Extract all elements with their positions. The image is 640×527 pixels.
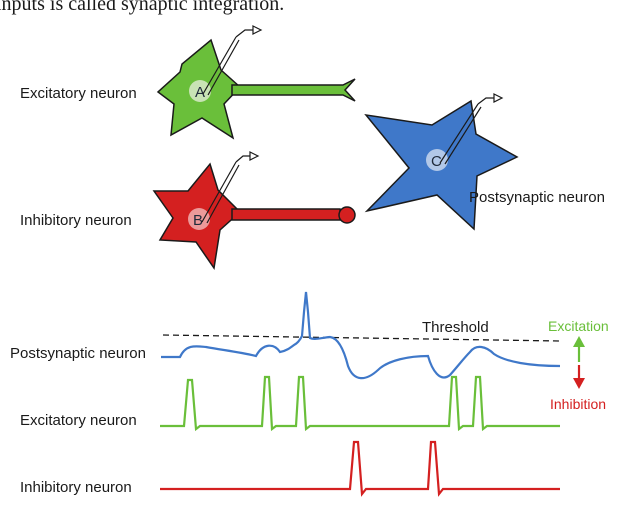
electrode-b [201,151,260,224]
excitation-arrow-icon [573,336,585,347]
legend-excitation: Excitation [548,318,609,334]
inhibitory-neuron: B Inhibitory neuron [20,151,356,270]
inhibitory-terminal [338,206,356,224]
excitatory-neuron-label: Excitatory neuron [20,85,137,102]
postsynaptic-neuron-label: Postsynaptic neuron [469,189,605,206]
caption-text: inputs is called synaptic integration. [0,0,284,15]
postsynaptic-trace-label: Postsynaptic neuron [10,345,146,362]
inhibitory-neuron-label: Inhibitory neuron [20,212,132,229]
inhibitory-trace [160,440,560,497]
marker-c: C [431,153,442,170]
marker-b: B [193,212,203,229]
legend-inhibition: Inhibition [550,396,606,412]
legend: Excitation Inhibition [548,318,609,412]
marker-a: A [195,84,205,101]
electrode-tip-b [188,208,210,230]
electrode-a [202,25,263,96]
inhibitory-axon [231,208,341,221]
excitatory-axon [231,78,356,102]
excitatory-neuron: A Excitatory neuron [20,25,356,140]
electrode-tip-a [189,80,211,102]
postsynaptic-trace [161,291,561,380]
postsynaptic-neuron: C Postsynaptic neuron [364,93,605,231]
excitatory-trace [160,375,560,432]
threshold-line [162,334,561,342]
inhibitory-trace-label: Inhibitory neuron [20,479,132,496]
electrode-tip-c [426,149,448,171]
inhibition-arrow-icon [573,378,585,389]
excitatory-trace-label: Excitatory neuron [20,412,137,429]
electrode-c [439,93,504,165]
threshold-label: Threshold [422,319,489,336]
